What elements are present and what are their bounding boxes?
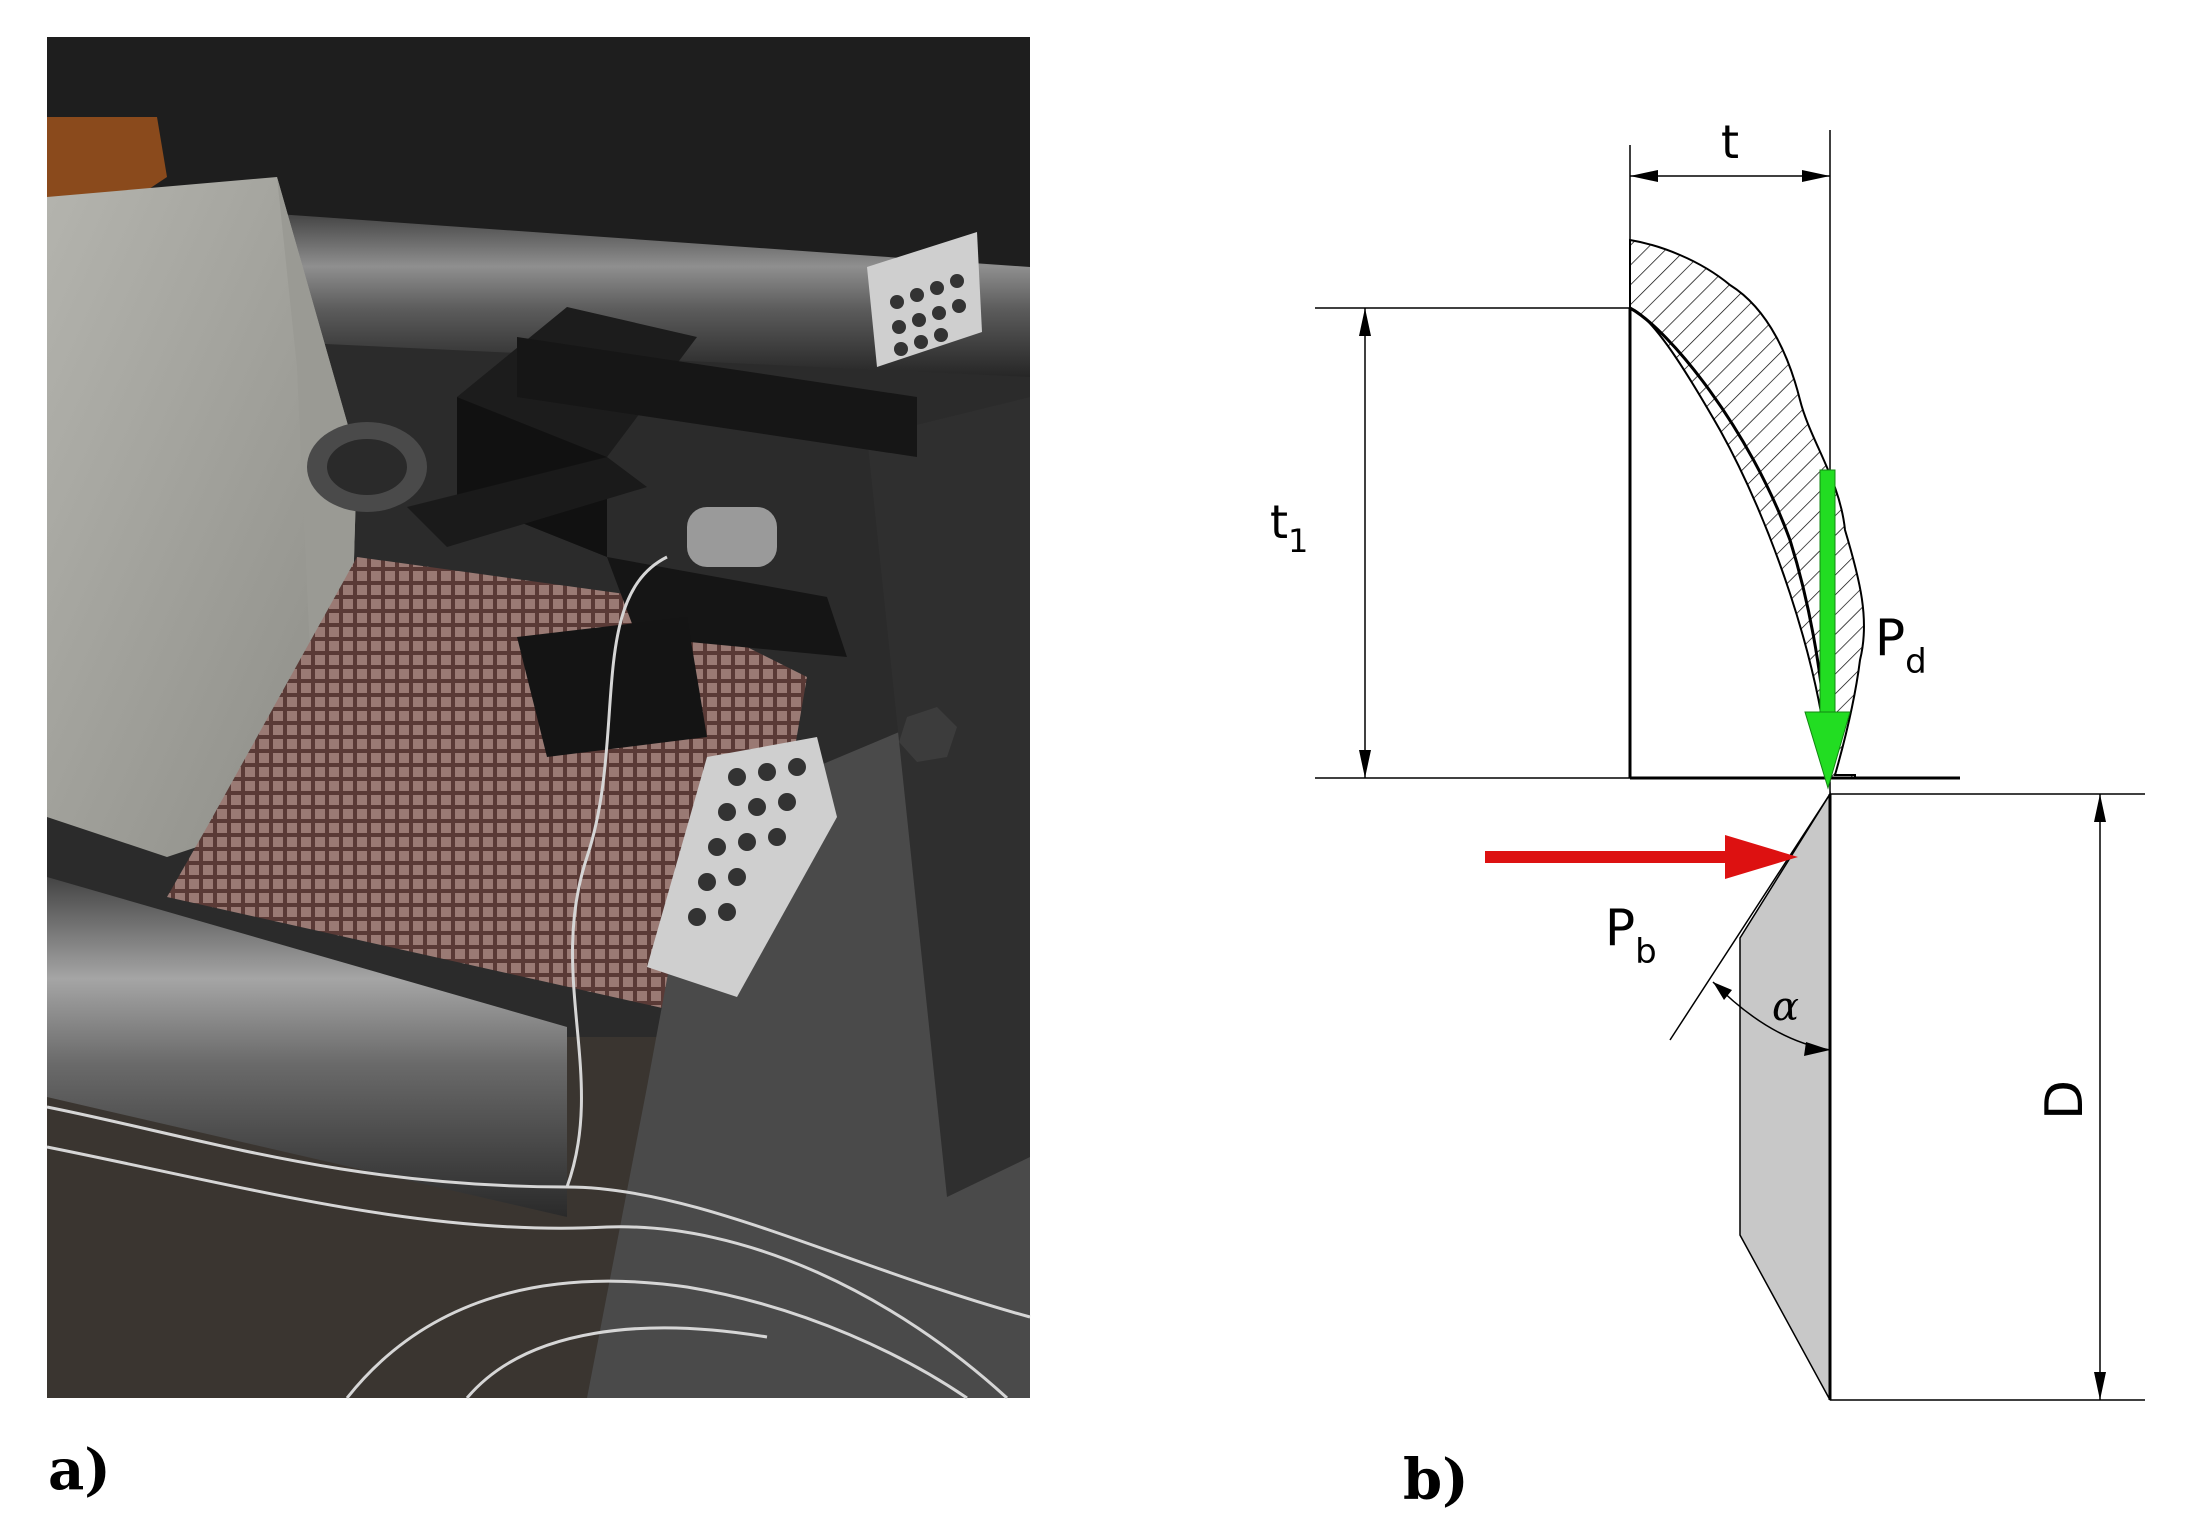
angle-alpha: α — [1712, 981, 1831, 1056]
bolt — [899, 707, 957, 762]
pipe-lower — [47, 877, 567, 1217]
force-pb-label: Pb — [1605, 899, 1657, 972]
concrete-block — [47, 177, 357, 857]
panel-b-label: b) — [1403, 1447, 1469, 1513]
panel-a-label: a) — [48, 1437, 111, 1503]
pipe-upper — [177, 207, 1030, 377]
dimension-D: D — [1830, 793, 2145, 1401]
dimension-D-label: D — [2035, 1080, 2095, 1120]
force-pb-arrow — [1485, 835, 1798, 879]
force-pd-arrow — [1804, 469, 1851, 790]
dimension-t1: t1 — [1270, 307, 1630, 779]
test-rig-photo — [46, 37, 1031, 1400]
perforated-block-lower — [647, 737, 837, 997]
dimension-t1-label: t1 — [1270, 495, 1308, 560]
rake-extension-line — [1669, 793, 1831, 1041]
chip-region — [1629, 238, 1865, 779]
cutting-diagram: t t1 D α — [1270, 100, 2187, 1440]
load-cell — [687, 507, 777, 567]
angle-alpha-label: α — [1772, 984, 1799, 1030]
cutting-tool — [1739, 791, 1831, 1401]
dimension-t: t — [1630, 115, 1830, 182]
sensor-cables — [46, 555, 1031, 1400]
perforated-block-upper — [867, 232, 982, 367]
force-pd-label: Pd — [1875, 609, 1927, 682]
dimension-t-label: t — [1721, 115, 1739, 169]
